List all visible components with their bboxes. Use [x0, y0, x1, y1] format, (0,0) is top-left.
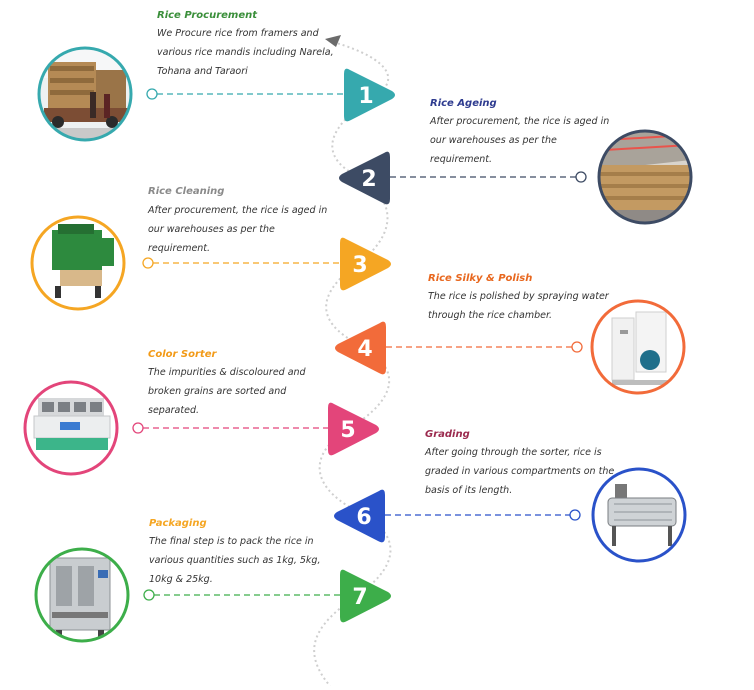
step-4-title: Rice Silky & Polish — [428, 273, 533, 284]
grading-machine-photo — [591, 467, 687, 563]
step-2-number: 2 — [361, 167, 376, 192]
step-6-number: 6 — [356, 505, 371, 530]
step-5-number: 5 — [340, 418, 355, 443]
step-7-title: Packaging — [149, 518, 207, 529]
step-4-marker: 4 — [335, 321, 386, 375]
connector-1 — [146, 88, 344, 100]
step-3-number: 3 — [352, 253, 367, 278]
step-1-marker: 1 — [344, 68, 395, 122]
arrowhead-icon — [325, 35, 341, 47]
step-6-description: After going through the sorter, rice is … — [425, 447, 615, 496]
packaging-machine-photo — [34, 547, 130, 643]
warehouse-photo — [597, 129, 693, 225]
polisher-machine-photo — [590, 299, 686, 395]
step-5-description: The impurities & discoloured and broken … — [148, 367, 306, 416]
connector-3 — [142, 257, 340, 269]
step-2-marker: 2 — [339, 151, 390, 205]
color-sorter-photo — [23, 380, 119, 476]
step-5-marker: 5 — [328, 402, 379, 456]
connector-6 — [385, 509, 581, 521]
trucks-loading-photo — [37, 46, 133, 142]
step-7-number: 7 — [352, 585, 367, 610]
step-3-title: Rice Cleaning — [148, 186, 225, 197]
step-1-number: 1 — [358, 84, 373, 109]
step-2-title: Rice Ageing — [430, 98, 497, 109]
connector-4 — [386, 341, 583, 353]
connector-7 — [143, 589, 340, 601]
step-7-marker: 7 — [340, 569, 391, 623]
step-6-marker: 6 — [334, 489, 385, 543]
step-1-description: We Procure rice from framers and various… — [157, 28, 334, 77]
step-3-marker: 3 — [340, 237, 391, 291]
connector-2 — [390, 171, 587, 183]
step-4-description: The rice is polished by spraying water t… — [428, 291, 609, 321]
step-4-number: 4 — [357, 337, 372, 362]
step-2-description: After procurement, the rice is aged in o… — [430, 116, 610, 165]
step-7-description: The final step is to pack the rice in va… — [149, 536, 321, 585]
step-5-title: Color Sorter — [148, 349, 217, 360]
connector-5 — [132, 422, 328, 434]
step-6-title: Grading — [425, 429, 470, 440]
cleaning-machine-photo — [30, 215, 126, 311]
step-1-title: Rice Procurement — [157, 10, 258, 21]
step-3-description: After procurement, the rice is aged in o… — [148, 205, 328, 254]
